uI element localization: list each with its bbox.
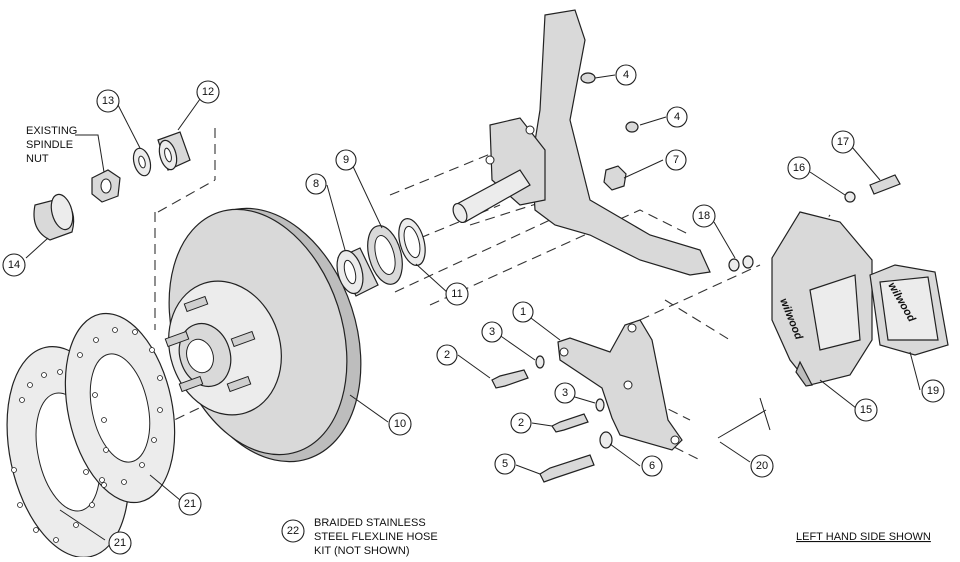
callout-3b-label: 3 — [562, 387, 568, 399]
callout-2b-label: 2 — [518, 417, 524, 429]
retaining-pin — [717, 397, 771, 439]
wheel-studs — [164, 295, 256, 393]
callout-17: 17 — [831, 130, 855, 154]
inner-bearing — [336, 247, 379, 297]
callout-10-label: 10 — [394, 418, 406, 430]
callout-18-label: 18 — [698, 210, 710, 222]
callout-19-label: 19 — [927, 385, 939, 397]
callout-15: 15 — [854, 398, 878, 422]
callout-21b: 21 — [108, 531, 132, 555]
spindle-nut — [91, 169, 121, 203]
callout-9: 9 — [335, 149, 357, 171]
callout-9-label: 9 — [343, 154, 349, 166]
existing-note-line3: NUT — [26, 153, 49, 165]
dust-cap — [33, 193, 75, 241]
callout-21b-label: 21 — [114, 537, 126, 549]
callout-19: 19 — [921, 379, 945, 403]
spacer-bolt-holes — [11, 327, 163, 543]
callout-5-label: 5 — [502, 458, 508, 470]
caliper-bracket — [557, 319, 683, 451]
callout-20-label: 20 — [756, 460, 768, 472]
callout-21: 21 — [178, 492, 202, 516]
callout-8: 8 — [305, 173, 327, 195]
callout-3-label: 3 — [489, 326, 495, 338]
hose-note-line3: KIT (NOT SHOWN) — [314, 545, 410, 557]
callout-1: 1 — [512, 301, 534, 323]
bracket-bolts — [491, 355, 613, 483]
callout-4-label: 4 — [623, 69, 629, 81]
brake-pads: wilwood — [869, 264, 949, 356]
callout-2b: 2 — [510, 412, 532, 434]
callout-12-label: 12 — [202, 86, 214, 98]
callout-2: 2 — [436, 344, 458, 366]
callout-22-label: 22 — [287, 525, 299, 537]
callout-7: 7 — [665, 149, 687, 171]
grease-seal — [398, 218, 426, 266]
callout-7-label: 7 — [673, 154, 679, 166]
caliper-hardware — [728, 174, 901, 272]
existing-note-line1: EXISTING — [26, 125, 77, 137]
hose-note-line1: BRAIDED STAINLESS — [314, 517, 426, 529]
callout-15-label: 15 — [860, 404, 872, 416]
knuckle-nuts — [580, 72, 639, 191]
callout-4: 4 — [615, 64, 637, 86]
callout-10: 10 — [388, 412, 412, 436]
callout-8-label: 8 — [313, 178, 319, 190]
hose-note-line2: STEEL FLEXLINE HOSE — [314, 531, 438, 543]
callout-6-label: 6 — [649, 460, 655, 472]
outer-bearing — [157, 131, 191, 171]
callout-22: 22 — [281, 519, 305, 543]
callout-6: 6 — [641, 455, 663, 477]
callout-3: 3 — [481, 321, 503, 343]
hub-spacer-ring-front — [64, 312, 176, 504]
callout-12: 12 — [196, 80, 220, 104]
callout-1-label: 1 — [520, 306, 526, 318]
callout-13-label: 13 — [102, 95, 114, 107]
callout-2-label: 2 — [444, 349, 450, 361]
callout-20: 20 — [750, 454, 774, 478]
bearing-race — [367, 225, 403, 285]
callout-21-label: 21 — [184, 498, 196, 510]
callout-13: 13 — [96, 89, 120, 113]
callout-17-label: 17 — [837, 136, 849, 148]
spindle-knuckle — [452, 9, 711, 276]
callout-18: 18 — [692, 204, 716, 228]
callout-11-label: 11 — [451, 288, 462, 300]
callout-5: 5 — [494, 453, 516, 475]
side-shown-note: LEFT HAND SIDE SHOWN — [796, 531, 931, 543]
leader-lines — [25, 74, 921, 541]
callout-16-label: 16 — [793, 162, 805, 174]
callout-14: 14 — [2, 253, 26, 277]
callout-14-label: 14 — [8, 259, 20, 271]
callout-4b: 4 — [666, 106, 688, 128]
spindle-washer — [132, 147, 152, 177]
callout-16: 16 — [787, 156, 811, 180]
callout-4b-label: 4 — [674, 111, 680, 123]
existing-spindle-nut-note: EXISTING SPINDLE NUT — [26, 125, 77, 165]
wilwood-caliper: wilwood — [771, 211, 873, 387]
existing-note-line2: SPINDLE — [26, 139, 73, 151]
callout-11: 11 — [445, 282, 469, 306]
hose-kit-note: BRAIDED STAINLESS STEEL FLEXLINE HOSE KI… — [314, 517, 438, 557]
callout-3b: 3 — [554, 382, 576, 404]
